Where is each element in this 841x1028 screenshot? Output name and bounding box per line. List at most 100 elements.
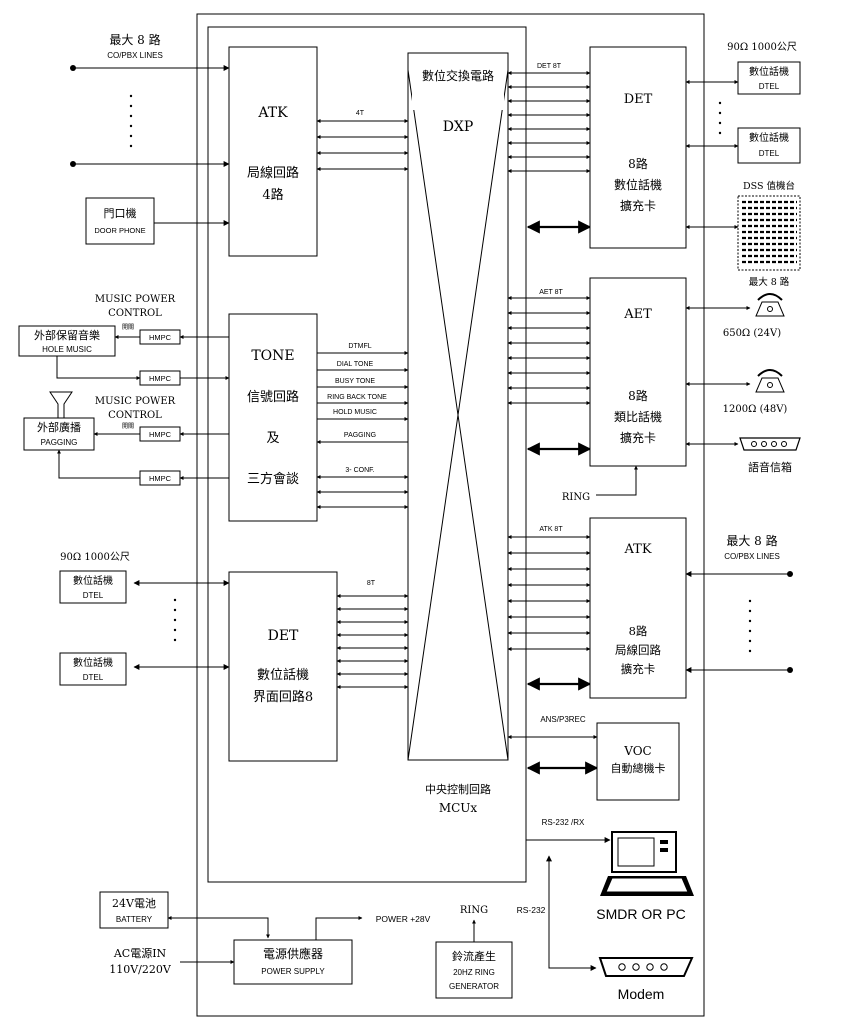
left-dtel-2-cn: 數位話機 (73, 656, 113, 669)
ring-gen-cn: 鈴流產生 (452, 949, 496, 963)
battery-box: 24V電池 BATTERY (99, 891, 169, 929)
pagging-unit: 外部廣播 PAGGING (23, 417, 95, 451)
left-dtel-2: 數位話機 DTEL (59, 652, 127, 686)
det-expansion-card: DET 8路 數位話機 擴充卡 (589, 46, 687, 249)
signal-pagging: PAGGING (344, 432, 376, 439)
det-line2: 界面回路8 (253, 689, 313, 705)
ac-input-l1: AC電源IN (113, 946, 167, 960)
hmpc-label-2: HMPC (149, 374, 172, 383)
hmpc-box-1: HMPC (139, 329, 181, 345)
dss-label: DSS 值機台 (743, 180, 795, 192)
music-power-label-2a: MUSIC POWER (95, 396, 176, 407)
right-dtel-spec: 90Ω 1000公尺 (727, 41, 797, 53)
right-co-ellipsis (748, 599, 752, 653)
rs232-rx-label: RS-232 /RX (542, 818, 585, 827)
hold-music-source: 外部保留音樂 HOLE MUSIC (18, 325, 116, 357)
modem-icon (598, 957, 694, 977)
hmpc-label-4: HMPC (149, 474, 172, 483)
right-atk-bus (507, 535, 592, 691)
analog-phone-2-spec: 1200Ω (48V) (723, 404, 788, 415)
power-supply-box: 電源供應器 POWER SUPPLY (233, 939, 353, 985)
det-bus (336, 594, 409, 689)
atk-card-line2: 局線回路 (615, 643, 661, 657)
pagging-cn: 外部廣播 (37, 420, 81, 434)
hmpc-box-4: HMPC (139, 470, 181, 486)
right-co-title: 最大 8 路 (726, 533, 777, 548)
analog-phone-2-icon (755, 369, 785, 393)
hmpc-label-3: HMPC (149, 430, 172, 439)
atk-module: ATK 局線回路 4路 (228, 46, 318, 257)
atk-card-line1: 8路 (629, 624, 648, 638)
right-co-sub: CO/PBX LINES (724, 552, 780, 561)
analog-phone-1-icon (755, 293, 785, 317)
tone-line1: 信號回路 (247, 389, 299, 405)
aet-card-line3: 擴充卡 (620, 430, 656, 445)
ac-input-l2: 110V/220V (109, 963, 172, 976)
dxp-label: DXP (443, 119, 474, 135)
dss-max-label: 最大 8 路 (749, 276, 790, 288)
dxp-block: 數位交換電路 DXP (407, 52, 509, 761)
det-line1: 數位話機 (257, 667, 309, 683)
computer-icon (600, 831, 694, 896)
voice-mail-label: 語音信箱 (748, 460, 792, 474)
left-dtel-1-cn: 數位話機 (73, 574, 113, 587)
dxp-label-cn: 數位交換電路 (422, 68, 494, 83)
ring-input-label: RING (562, 492, 590, 503)
ring-generator-box: 鈴流產生 20HZ RING GENERATOR (435, 941, 513, 999)
switch-label-1: 開關 (122, 324, 134, 331)
speaker-icon (49, 391, 73, 419)
det-card-line3: 擴充卡 (620, 198, 656, 213)
signal-hold-music: HOLD MUSIC (333, 409, 377, 416)
atk-card-title: ATK (623, 542, 651, 557)
voc-title: VOC (623, 744, 651, 758)
power-supply-en: POWER SUPPLY (261, 967, 325, 976)
atk-line2: 4路 (262, 187, 283, 203)
tone-signals: DTMFL DIAL TONE BUSY TONE RING BACK TONE… (316, 343, 409, 509)
battery-cn: 24V電池 (112, 897, 156, 910)
tone-line3: 三方會談 (247, 471, 299, 487)
hmpc-box-2: HMPC (139, 370, 181, 386)
left-co-title: 最大 8 路 (109, 32, 160, 47)
door-phone-cn: 門口機 (104, 206, 137, 220)
ring-gen-l3: GENERATOR (449, 982, 499, 991)
aet-card-line2: 類比話機 (614, 409, 662, 424)
switch-label-2: 開關 (122, 423, 134, 430)
modem-label: Modem (618, 986, 665, 1002)
tone-line2: 及 (266, 431, 279, 446)
hold-music-en: HOLE MUSIC (42, 345, 92, 354)
aet-card-line1: 8路 (628, 388, 648, 403)
atk-bus-label: 4T (356, 110, 365, 117)
atk-expansion-card: ATK 8路 局線回路 擴充卡 (589, 517, 687, 699)
left-dtel-1-en: DTEL (83, 591, 104, 600)
signal-dtmf: DTMFL (348, 343, 371, 350)
music-power-label-2b: CONTROL (108, 410, 162, 421)
det-card-line2: 數位話機 (614, 177, 662, 192)
pagging-en: PAGGING (41, 438, 78, 447)
smdr-pc-label: SMDR OR PC (596, 906, 685, 922)
mcu-label: MCUx (439, 801, 478, 815)
aet-card-title: AET (623, 307, 652, 322)
tone-module: TONE 信號回路 及 三方會談 (228, 313, 318, 522)
signal-busy-tone: BUSY TONE (335, 378, 375, 385)
right-det-bus-label: DET 8T (537, 63, 562, 70)
power-out-label: POWER +28V (376, 914, 431, 924)
ring-gen-l2: 20HZ RING (453, 968, 495, 977)
battery-en: BATTERY (116, 915, 153, 924)
det-card-title: DET (624, 92, 653, 107)
music-power-label-1b: CONTROL (108, 308, 162, 319)
right-dtel-2-cn: 數位話機 (749, 131, 789, 144)
gen-ring-label: RING (460, 905, 488, 916)
atk-title: ATK (257, 105, 288, 121)
left-co-sub: CO/PBX LINES (107, 51, 163, 60)
signal-ring-back-tone: RING BACK TONE (327, 394, 387, 401)
right-atk-bus-label: ATK 8T (539, 526, 563, 533)
det-module: DET 數位話機 界面回路8 (228, 571, 338, 762)
aet-expansion-card: AET 8路 類比話機 擴充卡 (589, 277, 687, 467)
analog-phone-1-spec: 650Ω (24V) (723, 328, 781, 339)
right-det-bus (507, 71, 592, 234)
left-dtel-ellipsis (173, 598, 177, 642)
ans-p3rec-label: ANS/P3REC (540, 715, 586, 724)
hmpc-label-1: HMPC (149, 333, 172, 342)
left-dtel-2-en: DTEL (83, 673, 104, 682)
